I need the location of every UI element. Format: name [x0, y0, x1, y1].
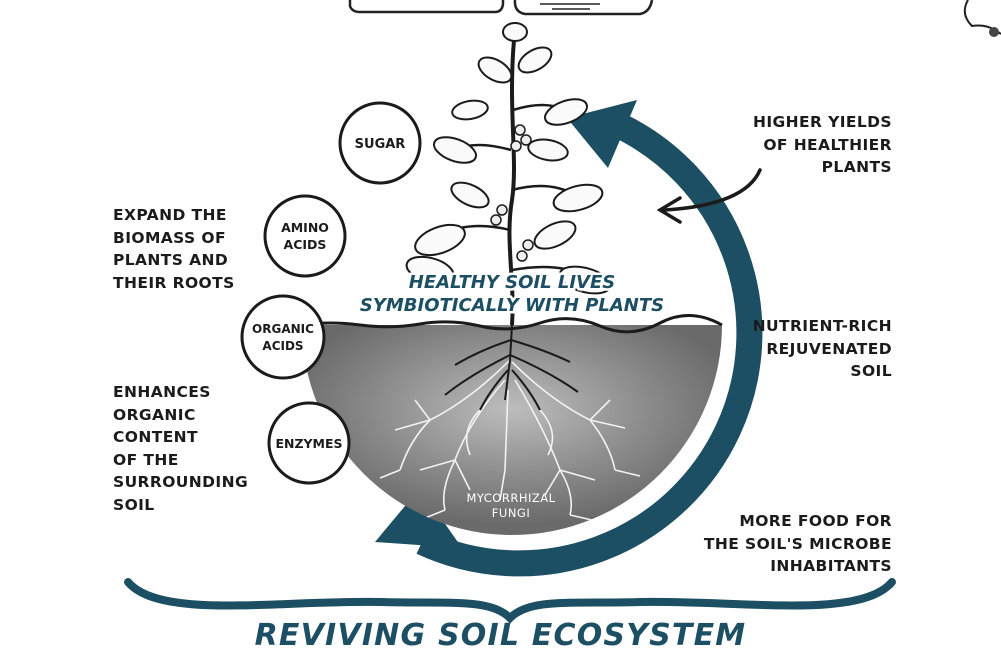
- pointer-arrow: [656, 168, 762, 224]
- fungi-label-line-2: FUNGI: [492, 506, 530, 520]
- note-line: NUTRIENT-RICH: [752, 317, 892, 335]
- mycorrhizal-fungi-network: [379, 359, 641, 521]
- note-line: ENHANCES: [113, 383, 211, 401]
- note-line: ORGANIC: [113, 405, 196, 424]
- center-caption: HEALTHY SOIL LIVES SYMBIOTICALLY WITH PL…: [357, 270, 666, 319]
- diagram-title: REVIVING SOIL ECOSYSTEM: [254, 618, 747, 653]
- circle-organic-acids: ORGANIC ACIDS: [240, 294, 326, 380]
- note-line: CONTENT: [113, 428, 199, 446]
- circle-amino-label-1: AMINO: [281, 220, 329, 235]
- fungi-label: MYCORRHIZAL FUNGI: [466, 491, 555, 520]
- cycle-arrowhead-top: [567, 100, 637, 168]
- note-line: PLANTS AND: [113, 251, 229, 269]
- note-line: SOIL: [850, 362, 892, 380]
- circle-organic-label-2: ACIDS: [262, 339, 303, 353]
- cycle-arrowhead-bottom: [375, 488, 462, 548]
- note-line: THE SOIL'S MICROBE: [703, 534, 892, 553]
- cycle-ring: [375, 100, 763, 577]
- caption-line-2: SYMBIOTICALLY WITH PLANTS: [360, 295, 664, 316]
- note-line: INHABITANTS: [770, 557, 892, 575]
- note-line: BIOMASS OF: [113, 228, 226, 247]
- note-higher-yields: HIGHER YIELDS OF HEALTHIER PLANTS: [753, 111, 892, 179]
- circle-sugar-label: SUGAR: [355, 137, 406, 152]
- note-line: OF THE: [113, 450, 179, 469]
- plant-roots: [444, 324, 579, 411]
- fungi-label-line-1: MYCORRHIZAL: [466, 491, 555, 505]
- note-expand-biomass: EXPAND THE BIOMASS OF PLANTS AND THEIR R…: [113, 204, 235, 294]
- plant-illustration: [405, 22, 612, 326]
- note-line: OF HEALTHIER: [763, 135, 892, 154]
- circle-amino-acids: AMINO ACIDS: [263, 194, 347, 278]
- note-line: EXPAND THE: [113, 206, 227, 224]
- note-enhances-organic: ENHANCES ORGANIC CONTENT OF THE SURROUND…: [113, 381, 248, 516]
- soil-cross-section: [301, 313, 723, 535]
- note-line: PLANTS: [821, 158, 892, 176]
- note-line: SURROUNDING: [113, 473, 249, 491]
- circle-sugar: SUGAR: [338, 101, 422, 185]
- note-line: THEIR ROOTS: [113, 273, 235, 292]
- circle-organic-label-1: ORGANIC: [252, 322, 314, 336]
- note-line: MORE FOOD FOR: [739, 512, 892, 530]
- note-line: REJUVENATED: [766, 339, 892, 358]
- circle-amino-label-2: ACIDS: [284, 237, 327, 252]
- bottom-brace: [124, 578, 896, 624]
- caption-line-1: HEALTHY SOIL LIVES: [409, 272, 615, 293]
- circle-enzymes: ENZYMES: [267, 401, 351, 485]
- top-decoration: [348, 0, 1001, 37]
- circle-enzymes-label: ENZYMES: [275, 436, 342, 451]
- note-more-food: MORE FOOD FOR THE SOIL'S MICROBE INHABIT…: [704, 510, 892, 578]
- note-line: SOIL: [113, 495, 155, 514]
- note-nutrient-rich: NUTRIENT-RICH REJUVENATED SOIL: [753, 315, 892, 383]
- note-line: HIGHER YIELDS: [752, 113, 892, 131]
